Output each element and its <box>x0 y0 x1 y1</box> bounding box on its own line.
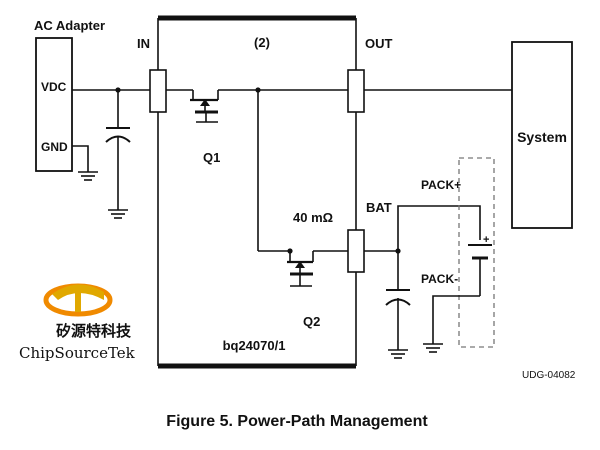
in-pin <box>149 69 167 113</box>
input-capacitor <box>105 90 131 219</box>
note-marker: (2) <box>254 35 270 50</box>
system-block <box>511 41 573 229</box>
vdc-label: VDC <box>41 80 67 94</box>
figure-caption: Figure 5. Power-Path Management <box>166 413 428 430</box>
document-code: UDG-04082 <box>522 370 576 381</box>
q1-label: Q1 <box>203 150 220 165</box>
battery-pack-outline <box>458 157 495 348</box>
bat-pin <box>347 229 365 273</box>
out-label: OUT <box>365 36 393 51</box>
out-pin <box>347 69 365 113</box>
battery-plus-sign: + <box>483 234 489 246</box>
q2-mosfet <box>287 251 314 287</box>
bat-to-pack-plus-wire <box>397 205 481 251</box>
bat-label: BAT <box>366 200 392 215</box>
adapter-ground-symbol <box>72 145 98 181</box>
chip-part-number: bq24070/1 <box>223 338 286 353</box>
q2-label: Q2 <box>303 314 320 329</box>
ac-adapter-label: AC Adapter <box>34 18 105 33</box>
battery-cell <box>468 244 492 296</box>
chipsourcetek-logo-icon <box>43 283 113 317</box>
gnd-label: GND <box>41 140 68 154</box>
pack-plus-label: PACK+ <box>421 178 461 192</box>
watermark-chinese-name: 矽源特科技 <box>56 322 132 340</box>
battery-capacitor <box>385 251 411 359</box>
pack-minus-wire <box>432 295 480 344</box>
system-label: System <box>517 129 567 145</box>
q2-resistance-label: 40 mΩ <box>293 210 333 225</box>
ic-bq24070 <box>157 15 357 369</box>
watermark-english-name: ChipSourceTek <box>19 344 136 362</box>
q1-mosfet <box>190 90 219 123</box>
pack-minus-label: PACK- <box>421 272 458 286</box>
ac-adapter-box <box>35 37 73 172</box>
in-label: IN <box>137 36 150 51</box>
pack-ground-symbol <box>423 343 443 353</box>
